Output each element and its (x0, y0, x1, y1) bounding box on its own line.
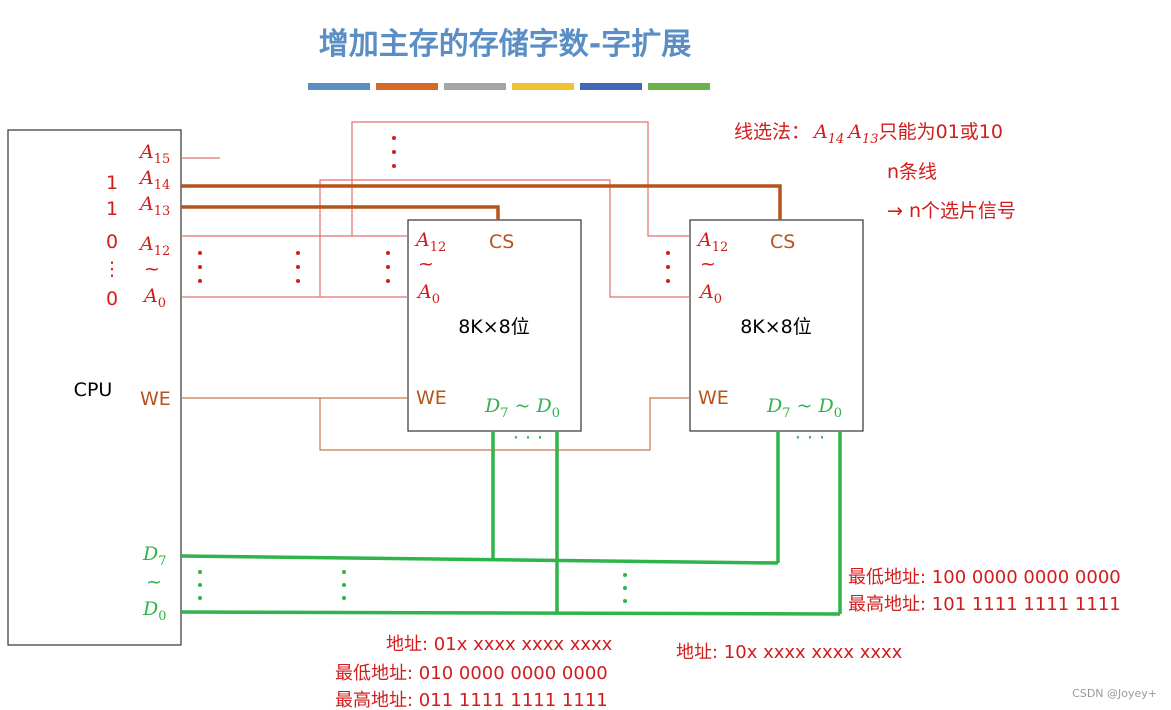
cpu-pin-a13: A13 (138, 193, 170, 219)
chip2-capacity: 8K×8位 (740, 316, 812, 338)
cpu-pin-tilde-data: ~ (146, 571, 162, 593)
watermark: CSDN @Joyey+ (1072, 687, 1157, 700)
d7-bus (180, 554, 779, 565)
cpu-pin-a12: A12 (138, 233, 170, 259)
bit-a0: 0 (106, 288, 118, 310)
cpu-pin-d0: D0 (142, 598, 167, 624)
swatch-gray (444, 83, 506, 90)
chip1-a0: A0 (416, 281, 440, 307)
swatch-yellow (512, 83, 574, 90)
n-signals-note: → n个选片信号 (887, 200, 1016, 222)
swatch-orange (376, 83, 438, 90)
data-ellipsis-dots (198, 570, 627, 603)
title-color-swatches (308, 83, 710, 90)
a0-loop-chip2 (319, 179, 690, 298)
chip-select-lines (181, 184, 782, 220)
data-bus (180, 431, 842, 616)
cpu-pin-a15: A15 (138, 141, 170, 167)
address-ellipsis-dots (198, 136, 670, 283)
cpu-pin-we: WE (140, 388, 171, 410)
chip2-we: WE (698, 387, 729, 409)
bit-a12: 0 (106, 231, 118, 253)
a12-loop-chip2 (351, 121, 690, 237)
cpu-pin-tilde: ~ (144, 258, 160, 280)
chip2-lowest-address: 最低地址: 100 0000 0000 0000 (848, 567, 1121, 588)
swatch-darkblue (580, 83, 642, 90)
address-wires (181, 121, 690, 298)
chip1-a12: A12 (414, 229, 446, 255)
n-lines-note: n条线 (887, 161, 937, 183)
cpu-label: CPU (74, 379, 113, 401)
chip1-highest-address: 最高地址: 011 1111 1111 1111 (335, 690, 608, 710)
chip1-data-pins: D7 ~ D0 (484, 395, 560, 421)
chip2-tilde: ~ (700, 253, 716, 275)
chip1-bus-dots: · · · (513, 427, 543, 449)
we-wire-chip2 (319, 397, 690, 451)
cpu-pin-a0: A0 (142, 285, 166, 311)
bit-a13: 1 (106, 198, 118, 220)
chip2-a12: A12 (696, 229, 728, 255)
chip1-we: WE (416, 387, 447, 409)
chip2-highest-address: 最高地址: 101 1111 1111 1111 (848, 594, 1121, 615)
d0-bus (180, 610, 841, 616)
chip2-cs: CS (770, 231, 795, 253)
chip1-cs: CS (489, 231, 514, 253)
swatch-green (648, 83, 710, 90)
cpu-pin-d7: D7 (142, 543, 167, 569)
chip2-a0: A0 (698, 281, 722, 307)
bit-dots: ⋮ (103, 258, 122, 280)
bit-a14: 1 (106, 172, 118, 194)
chip1-lowest-address: 最低地址: 010 0000 0000 0000 (335, 663, 608, 684)
cpu-box (7, 129, 182, 646)
a13-select-line (181, 205, 500, 220)
page-title: 增加主存的存储字数-字扩展 (319, 27, 691, 62)
chip1-tilde: ~ (418, 253, 434, 275)
a14-select-line (181, 184, 782, 220)
chip1-address-pattern: 地址: 01x xxxx xxxx xxxx (386, 634, 613, 655)
chip1-capacity: 8K×8位 (458, 316, 530, 338)
chip2-data-pins: D7 ~ D0 (766, 395, 842, 421)
chip2-bus-dots: · · · (795, 427, 825, 449)
we-wires (181, 397, 690, 451)
cpu-pin-a14: A14 (138, 167, 170, 193)
swatch-blue (308, 83, 370, 90)
chip2-address-pattern: 地址: 10x xxxx xxxx xxxx (676, 642, 903, 663)
